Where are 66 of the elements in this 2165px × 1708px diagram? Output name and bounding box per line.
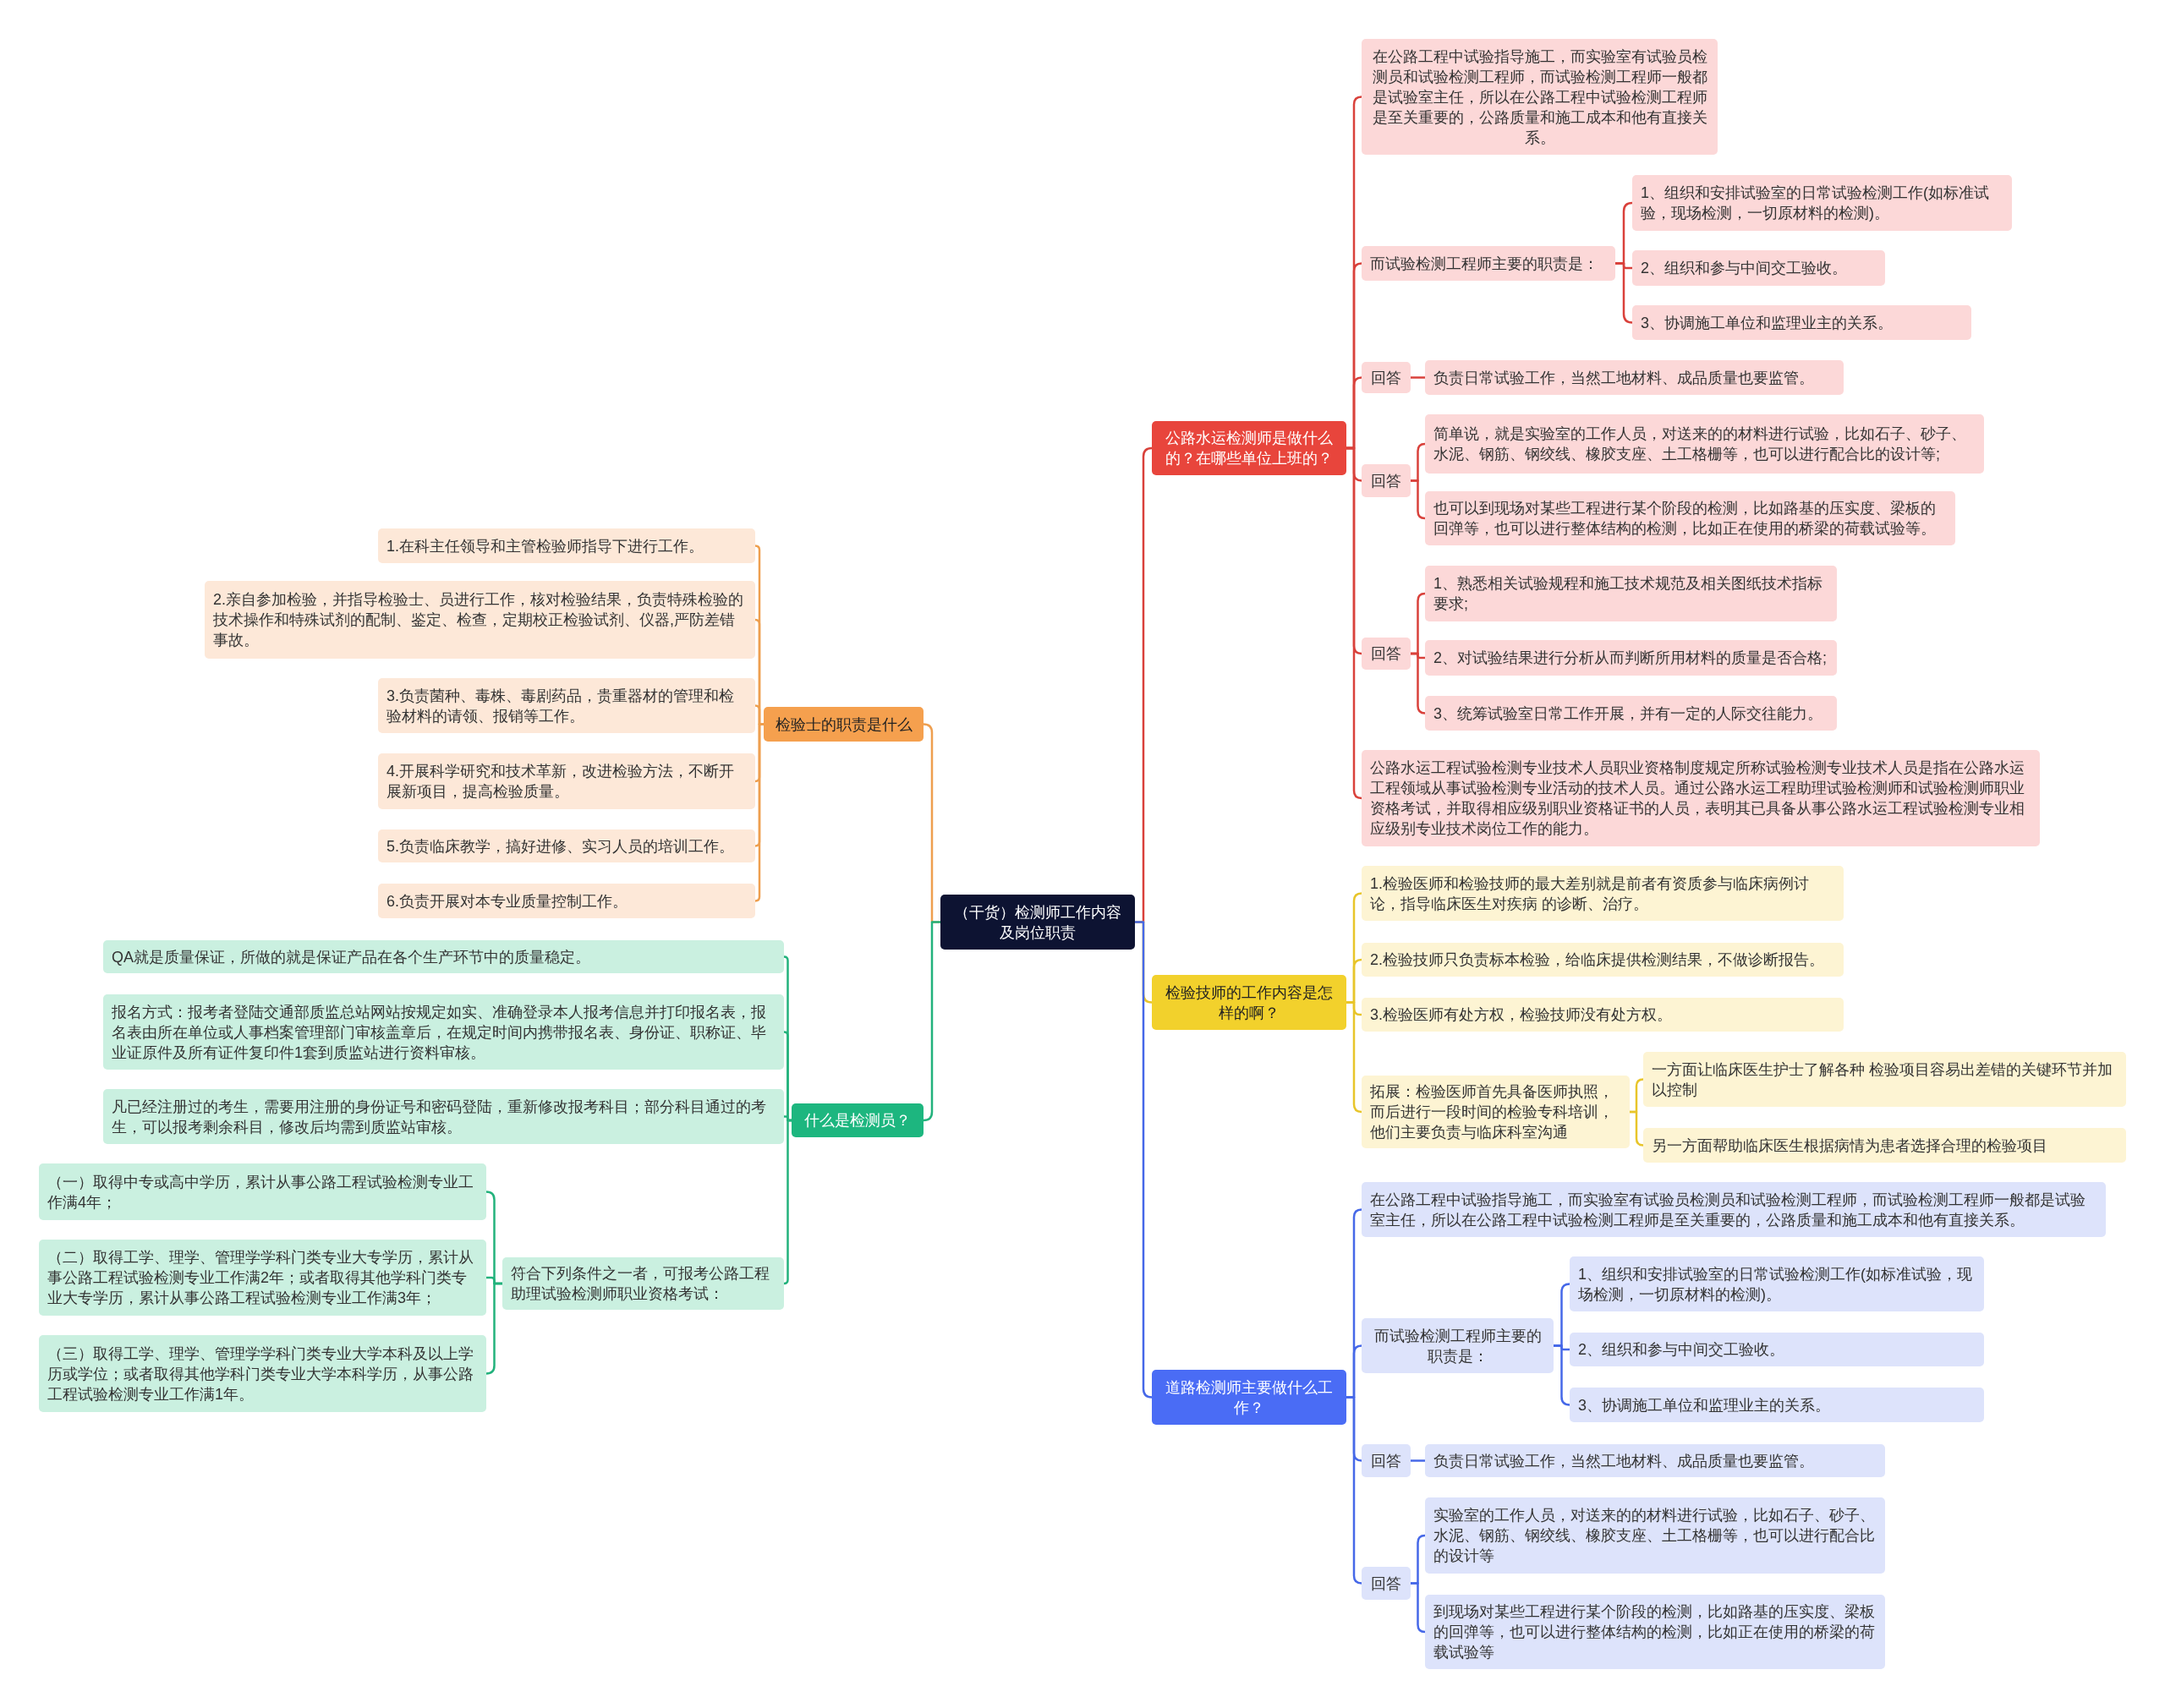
subtopic-box: 3、统筹试验室日常工作开展，并有一定的人际交往能力。: [1425, 696, 1837, 731]
main-topic-box: 公路水运检测师是做什么的？在哪些单位上班的？: [1152, 421, 1346, 475]
connector-line: [1346, 1396, 1363, 1585]
subtopic-box: 1、组织和安排试验室的日常试验检测工作(如标准试验，现场检测，一切原材料的检测)。: [1632, 175, 2012, 231]
subtopic-box: 回答: [1362, 362, 1411, 393]
connector-line: [782, 1119, 792, 1285]
connector-line: [1135, 921, 1154, 1399]
subtopic-box: 2.亲自参加检验，并指导检验士、员进行工作，核对检验结果，负责特殊检验的技术操作和特殊试剂的配制、鉴定、检查，定期校正检验试剂、仪器,严防差错事故。: [205, 581, 755, 659]
subtopic-box: 实验室的工作人员，对送来的的材料进行试验，比如石子、砂子、水泥、钢筋、钢绞线、橡胶支座、土工格栅等，也可以进行配合比的设计等: [1425, 1497, 1885, 1574]
subtopic-box: 另一方面帮助临床医生根据病情为患者选择合理的检验项目: [1643, 1128, 2126, 1163]
main-topic-box: 检验技师的工作内容是怎样的啊？: [1152, 975, 1346, 1030]
connector-line: [1615, 262, 1634, 324]
subtopic-box: 而试验检测工程师主要的职责是：: [1362, 246, 1615, 281]
subtopic-box: 到现场对某些工程进行某个阶段的检测，比如路基的压实度、梁板的回弹等，也可以进行整体结构的检测，比如正在使用的桥梁的荷载试验等: [1425, 1595, 1885, 1669]
connector-line: [1411, 1459, 1425, 1462]
subtopic-box: 6.负责开展对本专业质量控制工作。: [378, 884, 755, 918]
subtopic-box: 1、熟悉相关试验规程和施工技术规范及相关图纸技术指标要求;: [1425, 566, 1837, 621]
subtopic-box: 2、组织和参与中间交工验收。: [1570, 1333, 1984, 1366]
subtopic-box: 回答: [1362, 1444, 1411, 1477]
subtopic-box: （二）取得工学、理学、管理学学科门类专业大专学历，累计从事公路工程试验检测专业工作满2年；或者取得其他学科门类专业大专学历，累计从事公路工程试验检测专业工作满3年；: [39, 1240, 486, 1316]
subtopic-box: 在公路工程中试验指导施工，而实验室有试验员检测员和试验检测工程师，而试验检测工程师一般都是试验室主任，所以在公路工程中试验检测工程师是至关重要的，公路质量和施工成本和他有直接关系。: [1362, 1182, 2106, 1237]
subtopic-box: 拓展：检验医师首先具备医师执照，而后进行一段时间的检验专科培训，他们主要负责与临床科室沟通: [1362, 1076, 1630, 1148]
subtopic-box: 报名方式：报考者登陆交通部质监总站网站按规定如实、准确登录本人报考信息并打印报名表，报名表由所在单位或人事档案管理部门审核盖章后，在规定时间内携带报名表、身份证、职称证、毕业证原件及所有证件复印件1套到质监站进行资料审核。: [103, 994, 784, 1070]
subtopic-box: 回答: [1362, 1567, 1411, 1600]
connector-line: [922, 921, 940, 1122]
subtopic-box: 回答: [1362, 464, 1411, 497]
subtopic-box: 一方面让临床医生护士了解各种 检验项目容易出差错的关键环节并加以控制: [1643, 1052, 2126, 1107]
main-topic-box: 道路检测师主要做什么工作？: [1152, 1370, 1346, 1425]
subtopic-box: 3、协调施工单位和监理业主的关系。: [1570, 1388, 1984, 1422]
connector-line: [1630, 1110, 1645, 1147]
main-topic-box: 什么是检测员？: [792, 1103, 924, 1137]
subtopic-box: （三）取得工学、理学、管理学学科门类专业大学本科及以上学历或学位；或者取得其他学科门类专业大学本科学历，从事公路工程试验检测专业工作满1年。: [39, 1335, 486, 1412]
connector-line: [1411, 652, 1427, 714]
subtopic-box: 在公路工程中试验指导施工，而实验室有试验员检测员和试验检测工程师，而试验检测工程师一般都是试验室主任，所以在公路工程中试验检测工程师是至关重要的，公路质量和施工成本和他有直接关系。: [1362, 39, 1718, 155]
subtopic-box: 3.检验医师有处方权，检验技师没有处方权。: [1362, 998, 1844, 1032]
subtopic-box: 3、协调施工单位和监理业主的关系。: [1632, 305, 1971, 340]
central-topic-box: （干货）检测师工作内容及岗位职责: [940, 895, 1135, 950]
subtopic-box: 2、组织和参与中间交工验收。: [1632, 250, 1885, 286]
subtopic-box: 1.检验医师和检验技师的最大差别就是前者有资质参与临床病例讨论，指导临床医生对疾病 的诊断、治疗。: [1362, 866, 1844, 921]
subtopic-box: 符合下列条件之一者，可报考公路工程助理试验检测师职业资格考试：: [502, 1257, 784, 1310]
subtopic-box: 2、对试验结果进行分析从而判断所用材料的质量是否合格;: [1425, 640, 1837, 676]
connector-line: [1554, 1344, 1571, 1406]
subtopic-box: QA就是质量保证，所做的就是保证产品在各个生产环节中的质量稳定。: [103, 940, 784, 973]
subtopic-box: 负责日常试验工作，当然工地材料、成品质量也要监管。: [1425, 1444, 1885, 1477]
subtopic-box: 1.在科主任领导和主管检验师指导下进行工作。: [378, 528, 755, 563]
subtopic-box: 2.检验技师只负责标本检验，给临床提供检测结果，不做诊断报告。: [1362, 943, 1844, 977]
subtopic-box: （一）取得中专或高中学历，累计从事公路工程试验检测专业工作满4年；: [39, 1163, 486, 1220]
subtopic-box: 4.开展科学研究和技术革新，改进检验方法，不断开展新项目，提高检验质量。: [378, 753, 755, 809]
connector-line: [754, 723, 764, 902]
subtopic-box: 负责日常试验工作，当然工地材料、成品质量也要监管。: [1425, 360, 1844, 395]
subtopic-box: 回答: [1362, 638, 1411, 670]
connector-line: [1411, 376, 1425, 379]
connector-line: [1411, 1582, 1427, 1634]
connector-line: [1411, 479, 1427, 520]
subtopic-box: 3.负责菌种、毒株、毒剧药品，贵重器材的管理和检验材料的请领、报销等工作。: [378, 678, 755, 733]
connector-line: [1346, 446, 1363, 800]
subtopic-box: 而试验检测工程师主要的职责是：: [1362, 1318, 1554, 1373]
subtopic-box: 1、组织和安排试验室的日常试验检测工作(如标准试验，现场检测，一切原材料的检测)。: [1570, 1256, 1984, 1311]
subtopic-box: 简单说，就是实验室的工作人员，对送来的的材料进行试验，比如石子、砂子、水泥、钢筋、钢绞线、橡胶支座、土工格栅等，也可以进行配合比的设计等;: [1425, 414, 1984, 474]
connector-line: [1346, 1001, 1363, 1114]
main-topic-box: 检验士的职责是什么: [764, 707, 924, 742]
subtopic-box: 也可以到现场对某些工程进行某个阶段的检测，比如路基的压实度、梁板的回弹等，也可以进行整体结构的检测，比如正在使用的桥梁的荷载试验等。: [1425, 491, 1955, 545]
connector-line: [485, 1282, 502, 1375]
subtopic-box: 5.负责临床教学，搞好进修、实习人员的培训工作。: [378, 829, 755, 862]
subtopic-box: 公路水运工程试验检测专业技术人员职业资格制度规定所称试验检测专业技术人员是指在公路水运工程领域从事试验检测专业活动的技术人员。通过公路水运工程助理试验检测师和试验检测师职业资格考试，并取得相应级别职业资格证书的人员，表明其已具备从事公路水运工程试验检测专业相应级别专业技术岗位工作的能力。: [1362, 750, 2040, 846]
subtopic-box: 凡已经注册过的考生，需要用注册的身份证号和密码登陆，重新修改报考科目；部分科目通过的考生，可以报考剩余科目，修改后均需到质监站审核。: [103, 1089, 784, 1144]
